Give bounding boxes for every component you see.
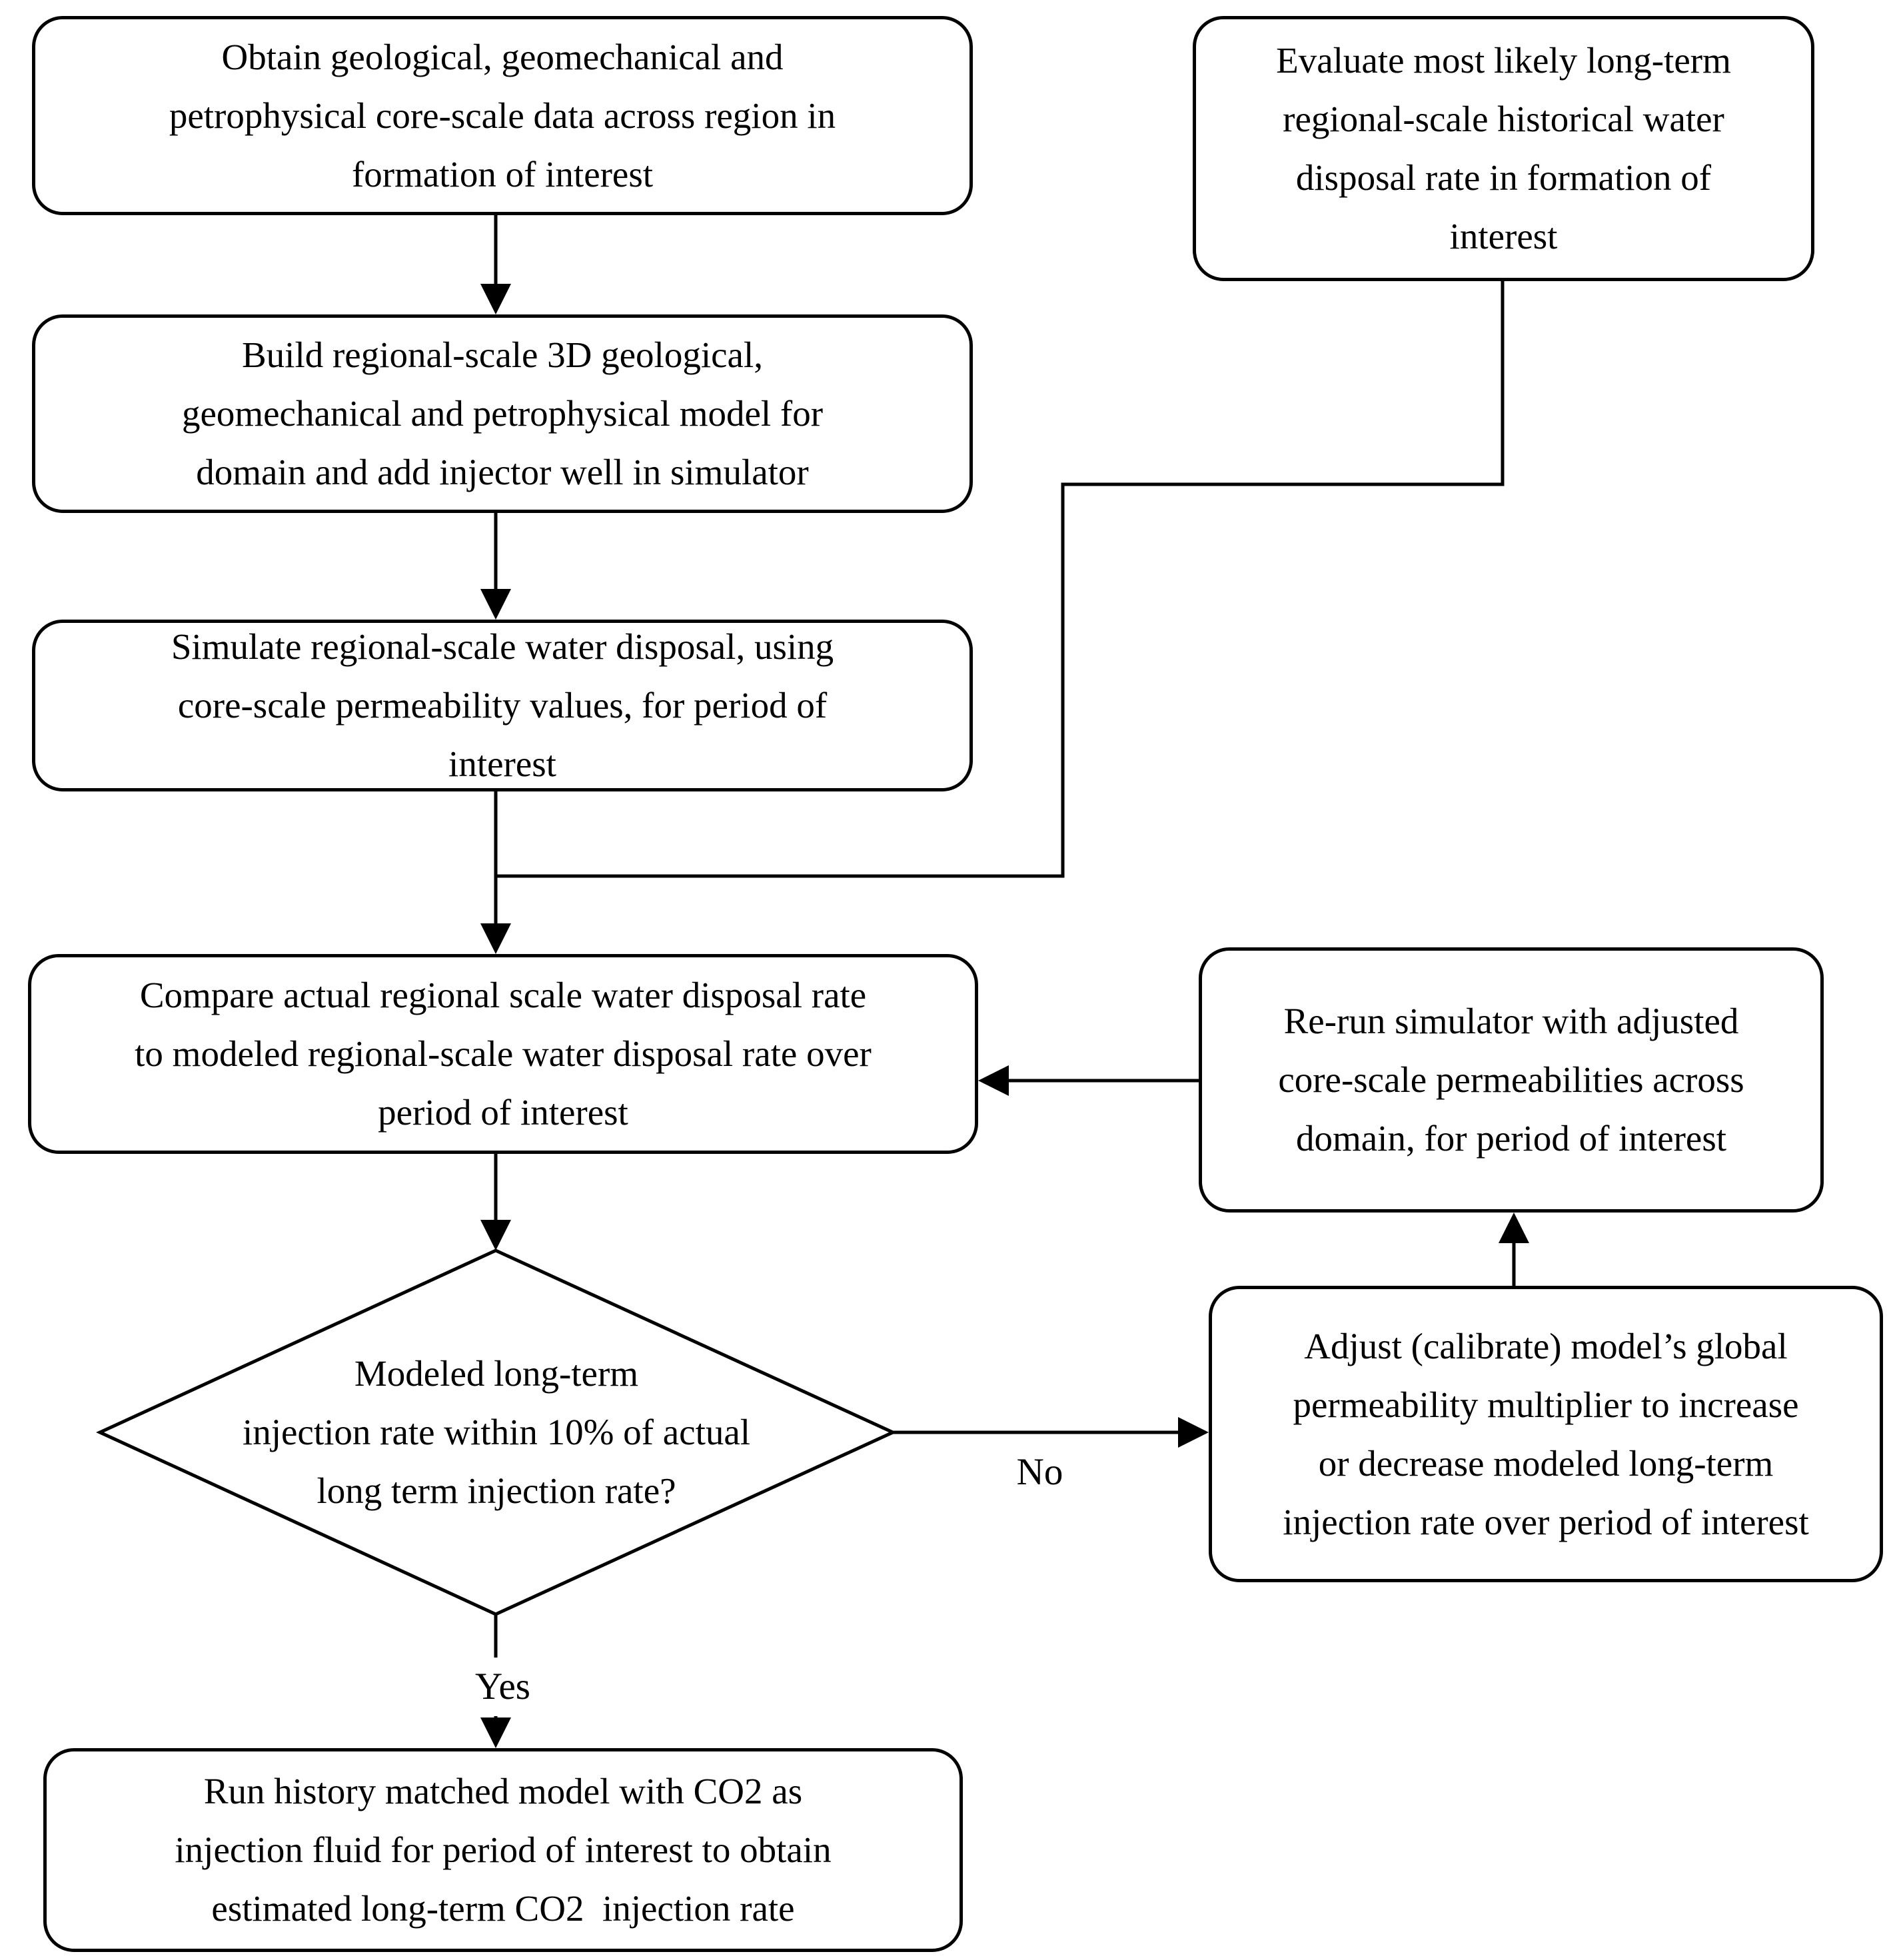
arrowhead-rerun-compare xyxy=(978,1065,1009,1096)
node-build-model: Build regional-scale 3D geological, geom… xyxy=(32,314,973,513)
node-adjust-multiplier-text: Adjust (calibrate) model’s global permea… xyxy=(1283,1325,1809,1542)
node-simulate-disposal-text: Simulate regional-scale water disposal, … xyxy=(171,626,834,784)
edge-label-yes: Yes xyxy=(448,1658,558,1716)
arrowhead-decision-adjust xyxy=(1178,1417,1209,1448)
arrowhead-decision-run xyxy=(480,1717,511,1748)
arrowhead-compare-decision xyxy=(480,1220,511,1250)
node-evaluate-rate: Evaluate most likely long-term regional-… xyxy=(1193,16,1814,281)
node-decision: Modeled long-term injection rate within … xyxy=(163,1338,830,1527)
arrowhead-simulate-compare xyxy=(480,923,511,954)
node-decision-text: Modeled long-term injection rate within … xyxy=(242,1353,751,1511)
node-simulate-disposal: Simulate regional-scale water disposal, … xyxy=(32,620,973,791)
node-build-model-text: Build regional-scale 3D geological, geom… xyxy=(181,334,824,492)
edge-evaluate-compare xyxy=(496,281,1505,878)
arrowhead-adjust-rerun xyxy=(1499,1213,1529,1243)
node-compare-rates-text: Compare actual regional scale water disp… xyxy=(135,975,872,1133)
node-run-co2-model: Run history matched model with CO2 as in… xyxy=(43,1748,963,1952)
edge-label-no: No xyxy=(1016,1451,1063,1493)
node-rerun-simulator-text: Re-run simulator with adjusted core-scal… xyxy=(1278,1001,1744,1159)
node-obtain-data: Obtain geological, geomechanical and pet… xyxy=(32,16,973,215)
node-evaluate-rate-text: Evaluate most likely long-term regional-… xyxy=(1276,40,1731,256)
node-adjust-multiplier: Adjust (calibrate) model’s global permea… xyxy=(1209,1286,1883,1582)
node-compare-rates: Compare actual regional scale water disp… xyxy=(28,954,978,1154)
node-obtain-data-text: Obtain geological, geomechanical and pet… xyxy=(169,36,836,195)
node-rerun-simulator: Re-run simulator with adjusted core-scal… xyxy=(1199,947,1824,1213)
arrowhead-obtain-build xyxy=(480,284,511,314)
arrowhead-build-simulate xyxy=(480,589,511,620)
node-run-co2-model-text: Run history matched model with CO2 as in… xyxy=(175,1771,832,1929)
